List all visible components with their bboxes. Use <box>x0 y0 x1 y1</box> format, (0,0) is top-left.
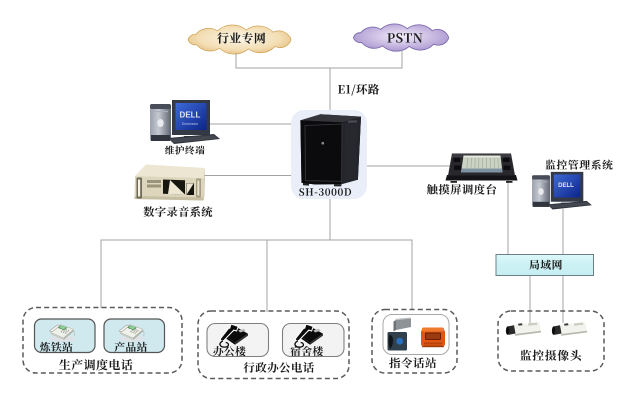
svg-text:DELL: DELL <box>180 111 201 120</box>
svg-text:DELL: DELL <box>558 183 574 189</box>
svg-text:Dimension: Dimension <box>182 122 199 126</box>
